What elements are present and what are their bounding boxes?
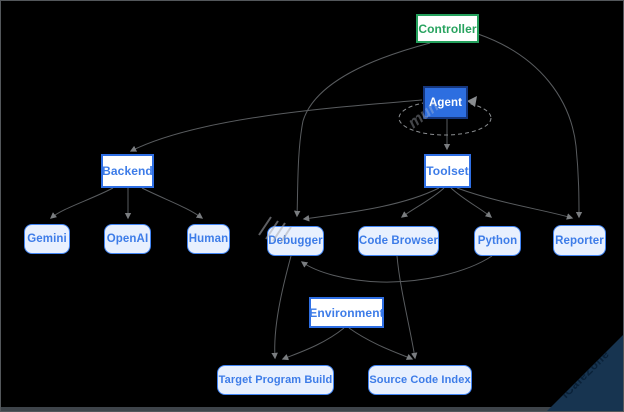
bottom-strip [1,407,623,411]
edge-environment-to-target-program-build [281,327,345,361]
edge-backend-to-human [141,187,204,219]
edge-toolset-to-code-browser [400,187,445,218]
node-agent: Agent [423,86,468,119]
node-code-browser: Code Browser [358,226,439,256]
edge-environment-to-source-code-index [348,327,414,360]
node-source-code-index: Source Code Index [368,365,472,395]
node-controller: Controller [416,14,479,43]
node-gemini: Gemini [24,224,70,254]
edge-debugger-to-target-program-build [271,255,292,360]
edge-controller-to-debugger [293,42,431,218]
edge-toolset-to-debugger [302,187,440,222]
agent-self-loop-arrowhead [467,96,477,107]
edge-code-browser-to-source-code-index [396,255,418,360]
node-openai: OpenAI [104,224,151,254]
node-backend: Backend [101,154,154,188]
node-python: Python [474,226,521,256]
edge-backend-to-gemini [50,187,114,219]
edge-agent-to-backend [129,99,423,152]
edge-toolset-to-reporter [456,187,574,220]
node-environment: Environment [309,297,384,328]
edge-python-to-debugger [300,255,493,283]
node-debugger: Debugger [267,226,324,256]
node-target-program-build: Target Program Build [217,365,334,395]
edge-toolset-to-python [450,187,493,218]
node-toolset: Toolset [424,154,471,188]
edge-controller-to-reporter [477,33,583,219]
node-reporter: Reporter [553,225,606,256]
node-human: Human [187,224,230,254]
